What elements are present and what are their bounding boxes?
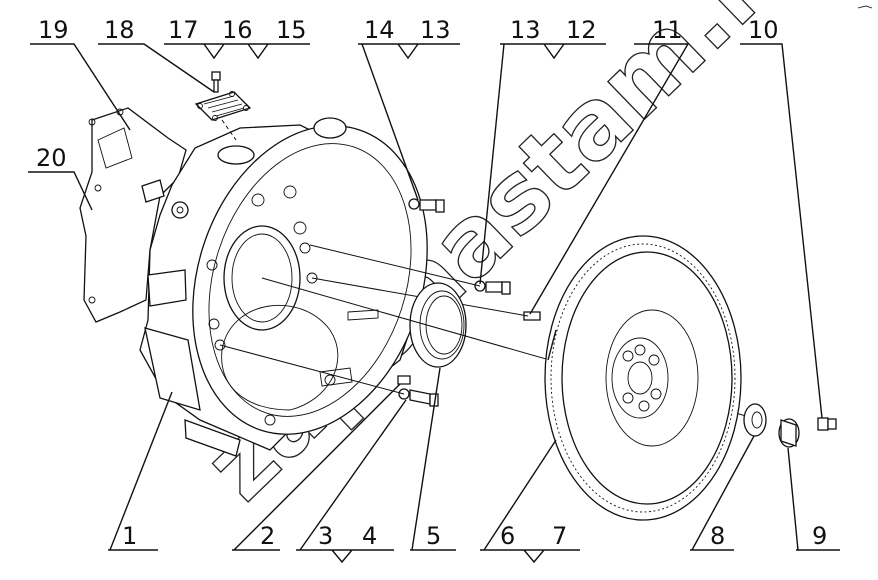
dowel-pin-2 [397,375,411,385]
cover-bolt [211,71,221,93]
callout-numbers: 19 18 17 16 15 14 13 13 12 11 10 20 1 2 … [36,16,827,550]
callout-11: 11 [652,16,683,44]
callout-20: 20 [36,144,67,172]
callout-17: 17 [168,16,199,44]
callout-16: 16 [222,16,253,44]
flywheel [544,235,742,521]
flywheel-housing [139,117,428,457]
washer-19 [141,179,189,219]
callout-18: 18 [104,16,135,44]
callout-1: 1 [122,522,137,550]
callout-10: 10 [748,16,779,44]
callout-8: 8 [710,522,725,550]
callout-3: 3 [318,522,333,550]
bolt-3 [398,388,439,407]
dowel-pin-11 [523,311,541,321]
oil-seal [409,282,467,368]
corner-mark [857,5,873,9]
callout-9: 9 [812,522,827,550]
callout-7: 7 [552,522,567,550]
callout-15: 15 [276,16,307,44]
callout-19: 19 [38,16,69,44]
spacer-9 [778,418,800,448]
bolt-10 [817,417,837,431]
callout-6: 6 [500,522,515,550]
callout-14: 14 [364,16,395,44]
callout-4: 4 [362,522,377,550]
callout-13-upper: 13 [420,16,451,44]
callout-12: 12 [566,16,597,44]
callout-5: 5 [426,522,441,550]
callout-2: 2 [260,522,275,550]
inspection-cover [194,91,252,121]
callout-13: 13 [510,16,541,44]
washer-8 [743,403,767,437]
bolt-14 [408,198,445,213]
leader-lines [28,43,840,564]
gasket [79,107,187,323]
